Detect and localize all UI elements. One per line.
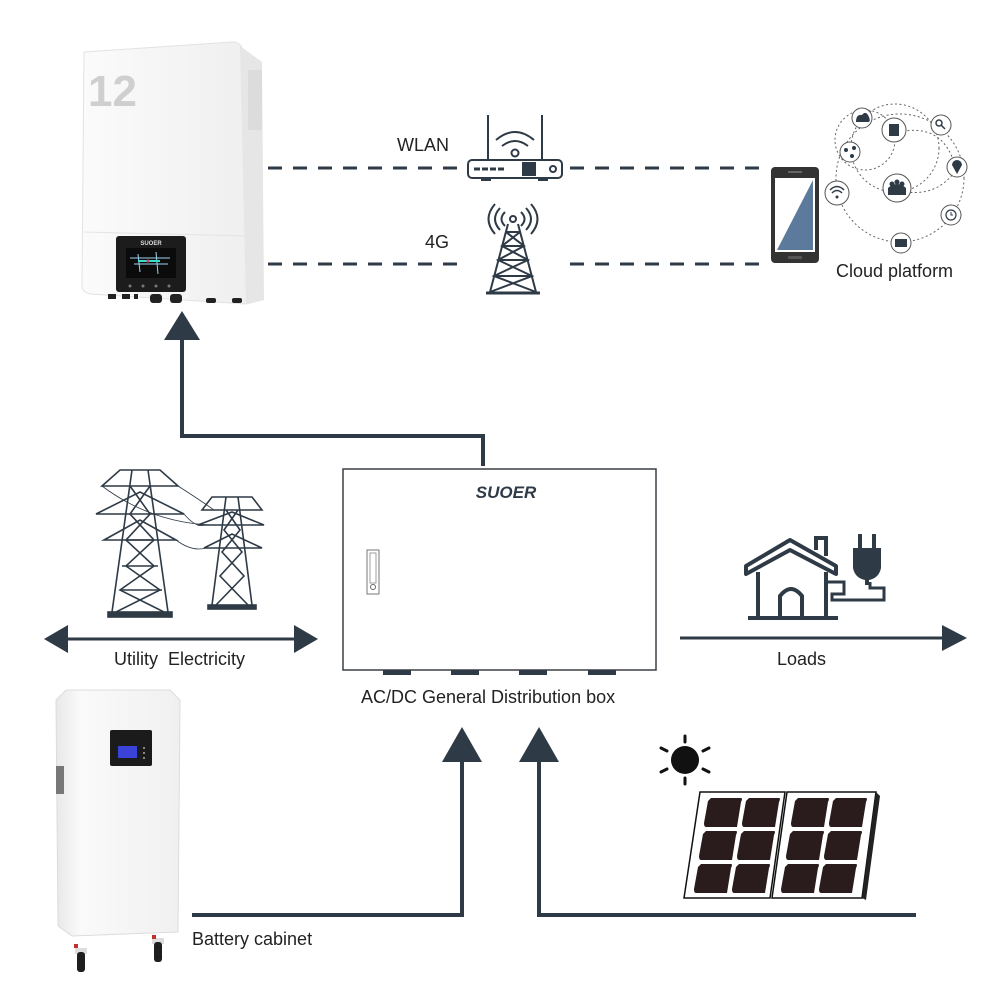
solar-cell (824, 831, 862, 860)
smartphone-icon (771, 167, 819, 263)
inverter-model-mark: 12 (88, 67, 137, 116)
solar-cell (786, 831, 824, 860)
solar-cell (819, 864, 857, 893)
inverter: 12 SUOER (81, 41, 264, 305)
inverter-ports (108, 294, 242, 303)
document-icon (881, 117, 907, 143)
wifi-icon (824, 180, 850, 206)
solar-cell (704, 798, 742, 827)
battery-cabinet (55, 689, 181, 972)
people-icon (882, 173, 912, 203)
search-icon (930, 114, 952, 136)
share-icon (839, 141, 861, 163)
loads-label: Loads (777, 649, 827, 669)
inverter-display: SUOER (116, 236, 186, 292)
cloud-nodes (824, 107, 968, 254)
sun-icon (659, 734, 711, 786)
distribution-box-label: AC/DC General Distribution box (361, 687, 616, 707)
battery-cabinet-label: Battery cabinet (192, 929, 313, 949)
battery-display (110, 730, 152, 766)
solar-to-box-arrow (519, 727, 916, 917)
folder-icon (890, 232, 912, 254)
distribution-box: SUOER (342, 468, 657, 675)
solar-cell (732, 864, 770, 893)
solar-cell (829, 798, 867, 827)
solar-panels-icon (683, 791, 880, 900)
svg-text:SUOER: SUOER (140, 241, 162, 247)
4g-label: 4G (425, 232, 450, 252)
battery-to-box-arrow (192, 727, 482, 917)
wlan-label: WLAN (397, 135, 450, 155)
clock-icon (940, 204, 962, 226)
power-pylons-icon (95, 469, 265, 618)
solar-cell (737, 831, 775, 860)
cloud-icon (851, 107, 873, 129)
location-icon (946, 156, 968, 178)
solar-cell (699, 831, 737, 860)
box-to-inverter-arrow (164, 311, 485, 466)
loads-arrow (680, 625, 967, 651)
cloud-platform-label: Cloud platform (836, 261, 954, 281)
solar-cell (791, 798, 829, 827)
plug-icon (853, 534, 881, 585)
router-icon (467, 115, 563, 181)
solar-cell (742, 798, 780, 827)
caster-wheels (74, 935, 164, 972)
house-icon (744, 536, 886, 620)
distribution-box-brand: SUOER (476, 483, 537, 502)
utility-electricity-label: Utility Electricity (114, 649, 246, 669)
cell-tower-icon (486, 203, 540, 295)
utility-arrow (44, 625, 318, 653)
door-handle (366, 549, 380, 595)
solar-cell (781, 864, 819, 893)
solar-cell (694, 864, 732, 893)
